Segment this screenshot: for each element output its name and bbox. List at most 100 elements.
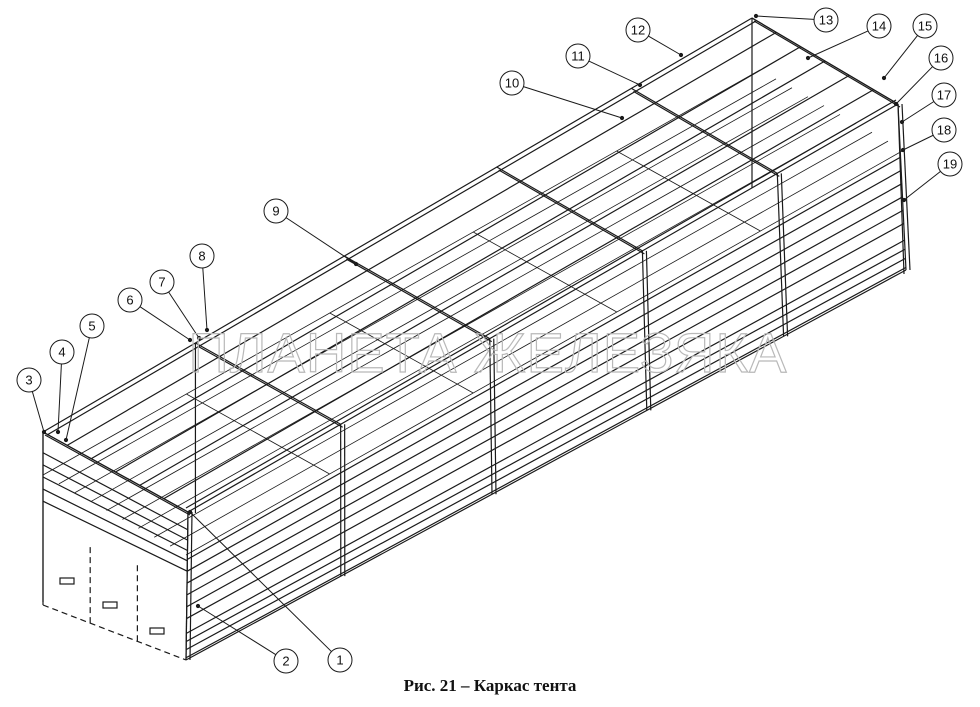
leader-tip-15 [881,75,887,81]
roof-bow-double [44,434,191,516]
callout-circle-14 [866,13,892,39]
deck-board [106,105,825,511]
callout-label-9: 9 [272,204,279,219]
roof-edge-left [42,17,753,433]
deck-board [58,78,777,485]
leader-tip-10 [619,115,625,121]
leader-line-17 [901,101,935,123]
roof-slat [115,60,826,473]
leader-line-16 [895,66,933,105]
callout-circle-19 [937,151,963,177]
leader-tip-19 [901,197,907,203]
leader-tip-16 [893,101,899,107]
deck-board [138,122,857,529]
leader-tip-6 [187,337,193,343]
leader-tip-18 [900,147,906,153]
roof-rail-right-inner [185,99,897,509]
leader-tip-2 [195,603,201,609]
front-rail [42,488,188,562]
leader-line-18 [902,134,934,151]
leader-tip-5 [63,437,69,443]
leader-tip-3 [41,429,47,435]
roof-rail-left-inner [46,20,757,436]
callout-circle-17 [931,82,957,108]
front-wall-latch [102,601,118,609]
callout-circle-9 [263,198,289,224]
leader-line-5 [65,337,90,441]
roof-slat [66,31,777,446]
leader-tip-4 [55,429,61,435]
side-stake-double [493,338,497,495]
side-board [186,209,904,608]
side-wall-board [185,248,906,643]
deck-crossmember [616,150,761,232]
callout-label-12: 12 [631,23,645,38]
side-wall-board [185,257,906,651]
leader-line-19 [903,171,941,201]
figure-caption: Рис. 21 – Каркас тента [403,676,577,695]
deck-board [90,96,809,503]
callout-circle-5 [79,313,105,339]
leader-tip-13 [753,13,759,19]
leader-line-1 [189,511,332,652]
front-wall-bottom [42,604,187,661]
deck-crossmember [473,231,617,313]
callout-circle-3 [16,367,42,393]
side-board [186,196,903,596]
watermark-text: ПЛАНЕТА ЖЕЛЕЗЯКА [189,321,788,384]
callout-label-5: 5 [88,319,95,334]
side-wall-board [185,266,907,659]
leader-tip-9 [353,261,359,267]
deck-board [185,149,905,556]
roof-edge-right [187,103,899,513]
callout-label-17: 17 [937,88,951,103]
callout-circle-7 [149,269,175,295]
leader-tip-7 [196,335,202,341]
callout-circle-8 [189,243,215,269]
callout-circle-1 [327,647,353,673]
front-rail [42,500,188,572]
rear-post-right [897,103,905,275]
leader-line-9 [285,217,357,265]
callout-label-18: 18 [937,123,951,138]
side-stake-double [189,511,193,661]
leader-line-15 [883,35,918,79]
callout-label-14: 14 [872,19,886,34]
callout-label-10: 10 [505,76,519,91]
leader-line-13 [755,15,815,20]
callout-circle-15 [912,13,938,39]
front-wall-latch [149,627,165,635]
callout-label-11: 11 [571,49,585,64]
side-board [186,169,902,572]
callout-label-13: 13 [819,13,833,28]
side-wall-board [186,239,905,634]
front-rail [42,464,188,541]
callout-label-15: 15 [918,19,932,34]
front-rail [42,476,188,552]
truck-body-drawing [42,17,911,661]
leader-line-10 [523,86,623,119]
leader-line-8 [202,267,208,331]
side-stake-double [645,250,652,411]
leader-line-6 [139,306,191,341]
deck-board [169,140,889,547]
callout-circle-18 [931,117,957,143]
leader-lines [31,13,941,656]
roof-slat [91,46,801,460]
callout-label-3: 3 [25,373,32,388]
side-stake-double [901,103,911,271]
front-wall-edge-right [185,511,189,661]
side-board [186,222,905,620]
leader-line-2 [197,605,277,656]
side-stake [776,173,785,337]
side-board [186,183,903,584]
callout-label-4: 4 [58,345,65,360]
front-wall-latch [59,577,75,585]
callout-circle-2 [273,648,299,674]
roof-bow-double [753,20,901,108]
leader-line-7 [168,291,200,339]
callout-label-1: 1 [336,653,343,668]
leader-line-12 [648,35,682,56]
